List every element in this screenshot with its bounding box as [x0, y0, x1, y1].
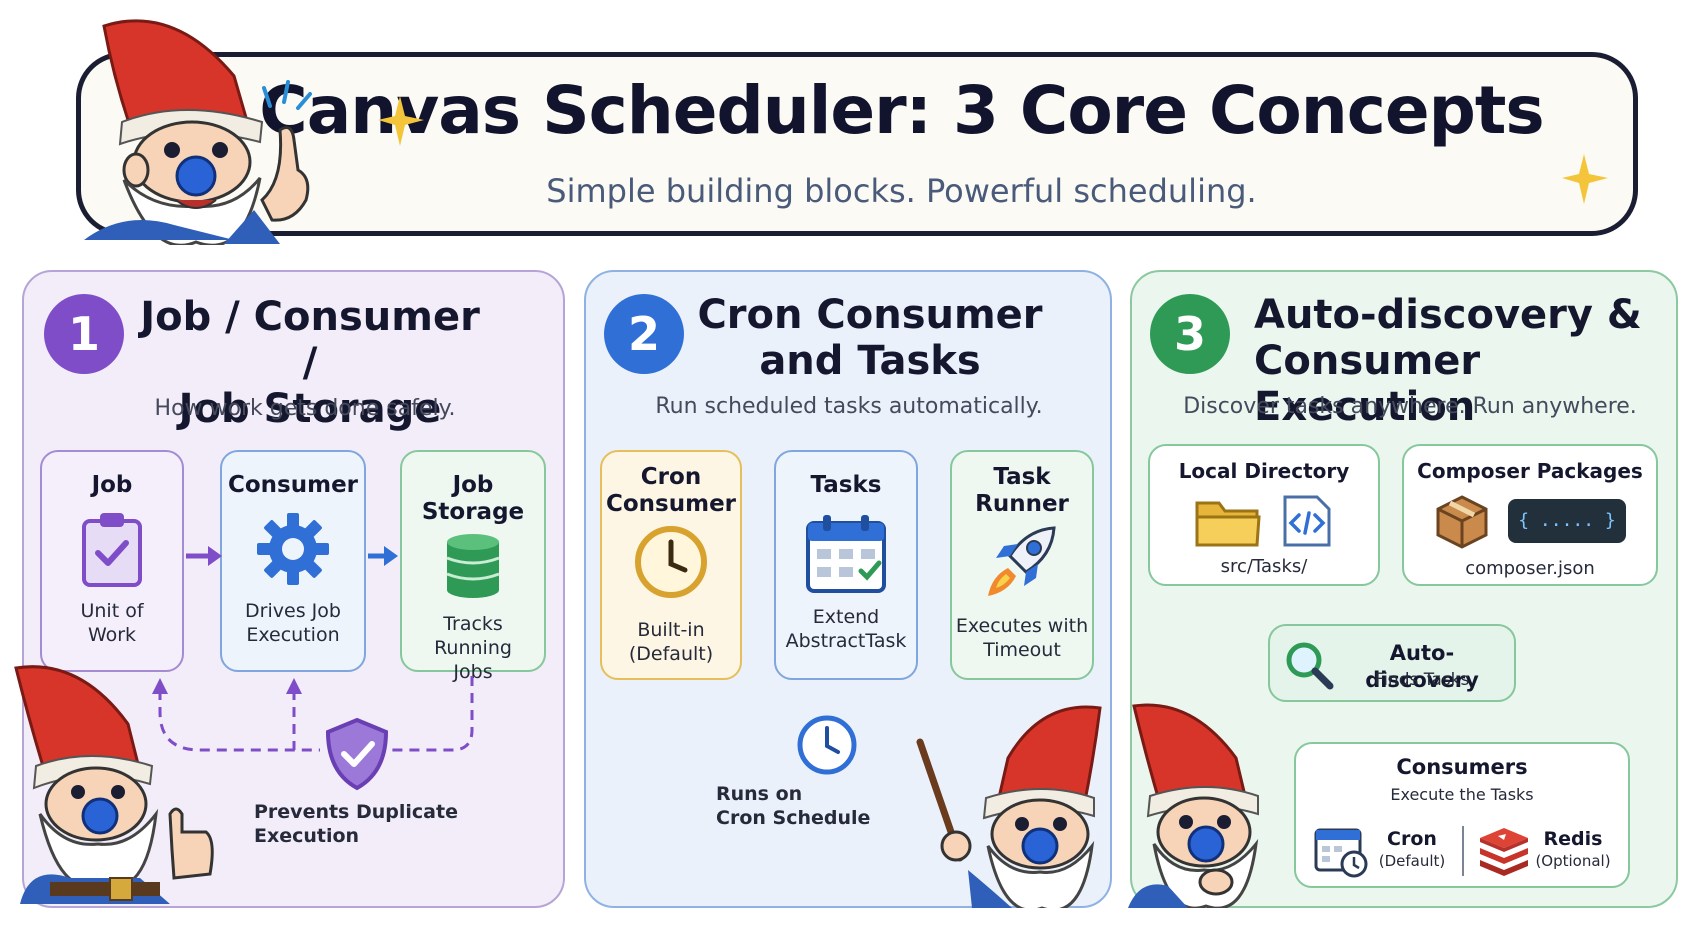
consumer-options: Cron (Default) Redis (Optional): [1314, 824, 1614, 880]
divider: [1462, 826, 1464, 876]
card-desc-line: Unit of: [80, 600, 144, 622]
consumer-note: (Default): [1378, 852, 1446, 870]
shield-check-icon: [325, 717, 389, 791]
redis-icon: [1480, 828, 1528, 876]
consumer-name: Redis: [1543, 828, 1603, 850]
card-auto-discovery: Auto-discovery Finds Tasks: [1268, 624, 1516, 702]
panel-subtitle: Run scheduled tasks automatically.: [655, 394, 1043, 419]
card-desc-line: Drives Job: [245, 600, 341, 622]
card-title-line: Consumer: [605, 491, 737, 517]
card-job: Job Unit of Work: [40, 450, 184, 672]
footer-label-line: Execution: [254, 825, 360, 847]
panel-title-line: Consumer Execution: [1254, 338, 1481, 430]
gnome-thinking-illustration: [1128, 703, 1259, 908]
card-title: Tasks: [810, 472, 882, 498]
footer-label-line: Runs on: [716, 783, 803, 805]
footer-label: Runs on Cron Schedule: [716, 782, 936, 830]
sparkle-icon: [1562, 154, 1608, 204]
icon-row: [1150, 493, 1378, 549]
panel-subtitle: How work gets done safely.: [154, 396, 456, 421]
clock-icon: [797, 715, 857, 775]
code-file-icon: [1283, 495, 1331, 547]
gear-icon: [257, 513, 329, 585]
card-caption: composer.json: [1465, 558, 1595, 579]
rocket-icon: [988, 526, 1056, 596]
arrow-right-icon: [186, 546, 222, 566]
panel-title-line: Cron Consumer: [697, 292, 1043, 338]
card-title-line: Runner: [975, 491, 1069, 517]
card-title-line: Storage: [421, 499, 525, 525]
panel-title: Auto-discovery & Consumer Execution: [1240, 292, 1684, 430]
footer-label-line: Prevents Duplicate: [254, 801, 458, 823]
consumer-note: (Optional): [1535, 852, 1611, 870]
card-task-runner: Task Runner Executes with Timeout: [950, 450, 1094, 680]
clock-icon: [635, 526, 707, 598]
card-consumers: Consumers Execute the Tasks Cron (Defaul…: [1294, 742, 1630, 888]
card-desc-line: Extend: [812, 606, 880, 628]
card-composer-packages: Composer Packages { ..... } composer.jso…: [1402, 444, 1658, 586]
card-title: Consumers: [1396, 755, 1528, 779]
card-desc-line: Execution: [246, 624, 340, 646]
card-desc-line: Work: [87, 624, 137, 646]
page-subtitle: Simple building blocks. Powerful schedul…: [546, 172, 1257, 210]
card-cron-consumer: Cron Consumer Built-in (Default): [600, 450, 742, 680]
json-badge-icon: { ..... }: [1508, 499, 1626, 543]
database-icon: [446, 534, 500, 598]
card-title-line: Cron: [640, 464, 702, 490]
calendar-icon: [806, 515, 886, 593]
package-icon: [1436, 495, 1488, 549]
card-desc: Finds Tasks: [1374, 670, 1470, 690]
gnome-thumbs-up-illustration: [14, 665, 214, 904]
card-title-line: Task: [993, 464, 1051, 490]
footer-label-line: Cron Schedule: [716, 807, 871, 829]
card-title: Consumer: [227, 472, 359, 498]
card-desc-line: Jobs: [453, 661, 493, 683]
panel-title-line: and Tasks: [759, 338, 981, 384]
card-desc: Execute the Tasks: [1390, 785, 1534, 804]
card-desc-line: AbstractTask: [785, 630, 907, 652]
icon-row: { ..... }: [1404, 493, 1656, 549]
card-desc-line: Built-in: [637, 619, 705, 641]
card-title: Local Directory: [1178, 459, 1350, 483]
panel-title: Job / Consumer / Job Storage: [130, 294, 490, 432]
gnome-pointing-illustration: [84, 19, 312, 245]
panel-title-line: Job / Consumer /: [140, 294, 480, 386]
step-number-badge: 2: [604, 294, 684, 374]
card-tasks: Tasks Extend AbstractTask: [774, 450, 918, 680]
magnifier-icon: [1286, 642, 1334, 690]
footer-label: Prevents Duplicate Execution: [254, 800, 464, 848]
card-caption: src/Tasks/: [1220, 556, 1308, 577]
step-number-badge: 3: [1150, 294, 1230, 374]
arrow-right-icon: [368, 546, 398, 566]
sparkle-icon: [378, 96, 424, 146]
step-number-badge: 1: [44, 294, 124, 374]
consumer-name: Cron: [1387, 828, 1437, 850]
card-consumer: Consumer Drives Job Execution: [220, 450, 366, 672]
panel-subtitle: Discover tasks anywhere. Run anywhere.: [1183, 394, 1637, 419]
card-title: Composer Packages: [1417, 459, 1643, 483]
card-title: Auto-discovery: [1365, 641, 1479, 692]
card-title-line: Job: [452, 472, 494, 498]
card-title: Job: [91, 472, 133, 498]
card-local-directory: Local Directory src/Tasks/: [1148, 444, 1380, 586]
calendar-clock-icon: [1314, 828, 1368, 878]
gnome-pointer-illustration: [916, 705, 1102, 908]
card-desc-line: Tracks Running: [434, 613, 512, 659]
panel-title-line: Auto-discovery &: [1254, 292, 1642, 338]
card-desc-line: (Default): [628, 643, 714, 665]
panel-title-line: Job Storage: [178, 386, 442, 432]
clipboard-check-icon: [82, 513, 142, 587]
panel-title: Cron Consumer and Tasks: [690, 292, 1050, 384]
folder-icon: [1195, 501, 1261, 547]
card-job-storage: Job Storage Tracks Running Jobs: [400, 450, 546, 683]
page-title: Canvas Scheduler: 3 Core Concepts: [259, 72, 1544, 149]
card-desc-line: Executes with: [955, 615, 1089, 637]
card-desc-line: Timeout: [983, 639, 1061, 661]
header-banner: [76, 52, 1638, 236]
